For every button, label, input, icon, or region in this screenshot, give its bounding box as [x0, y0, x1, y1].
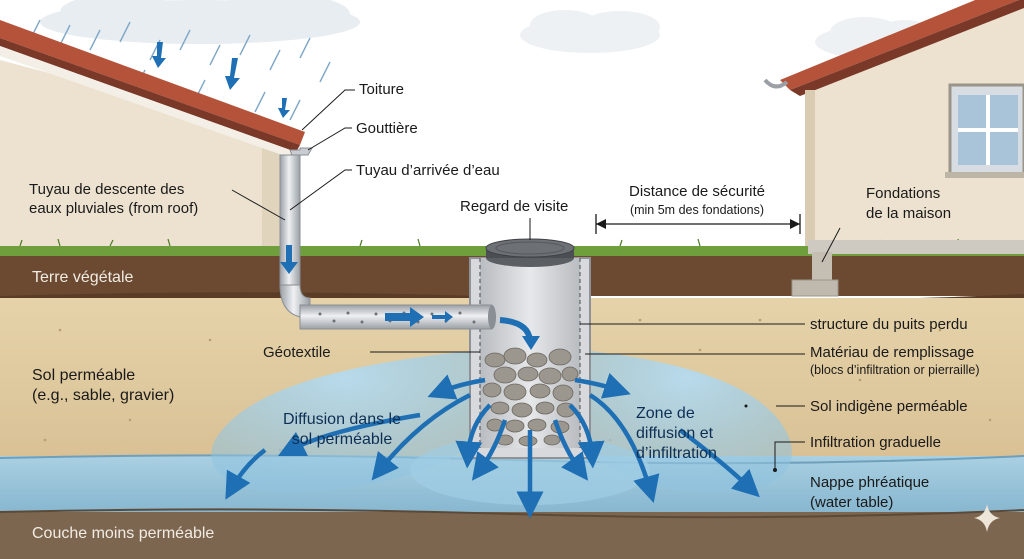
label-distance-line1: Distance de sécurité — [612, 183, 782, 200]
label-zone-line2: diffusion et — [636, 424, 713, 443]
label-materiau-line1: Matériau de remplissage — [810, 344, 974, 361]
label-tuyau-arrivee: Tuyau d’arrivée d’eau — [356, 162, 500, 179]
window — [945, 85, 1024, 178]
label-diffusion-line2: sol perméable — [262, 430, 422, 449]
label-materiau-line2: (blocs d’infiltration or pierraille) — [810, 363, 980, 378]
label-fondations-line1: Fondations — [866, 185, 940, 202]
label-toiture: Toiture — [359, 81, 404, 98]
label-infiltration: Infiltration graduelle — [810, 434, 941, 451]
infiltration-well — [470, 239, 590, 458]
label-gouttiere: Gouttière — [356, 120, 418, 137]
label-couche: Couche moins perméable — [32, 524, 214, 543]
cloud-icon — [40, 0, 360, 44]
label-sol-indigene: Sol indigène perméable — [810, 398, 968, 415]
label-zone-line3: d’infiltration — [636, 444, 717, 463]
label-regard: Regard de visite — [460, 198, 568, 215]
label-tuyau-descente-line2: eaux pluviales (from roof) — [29, 200, 198, 217]
label-fondations-line2: de la maison — [866, 205, 951, 222]
label-tuyau-descente-line1: Tuyau de descente des — [29, 181, 184, 198]
label-nappe-line2: (water table) — [810, 494, 893, 511]
label-sol-permeable-line1: Sol perméable — [32, 366, 135, 385]
label-diffusion-line1: Diffusion dans le — [262, 410, 422, 429]
label-zone-line1: Zone de — [636, 404, 695, 423]
label-structure: structure du puits perdu — [810, 316, 968, 333]
label-geotextile: Géotextile — [263, 344, 331, 361]
label-sol-permeable-line2: (e.g., sable, gravier) — [32, 386, 174, 405]
label-terre-vegetale: Terre végétale — [32, 268, 133, 287]
label-distance-line2: (min 5m des fondations) — [612, 203, 782, 218]
label-nappe-line1: Nappe phréatique — [810, 474, 929, 491]
